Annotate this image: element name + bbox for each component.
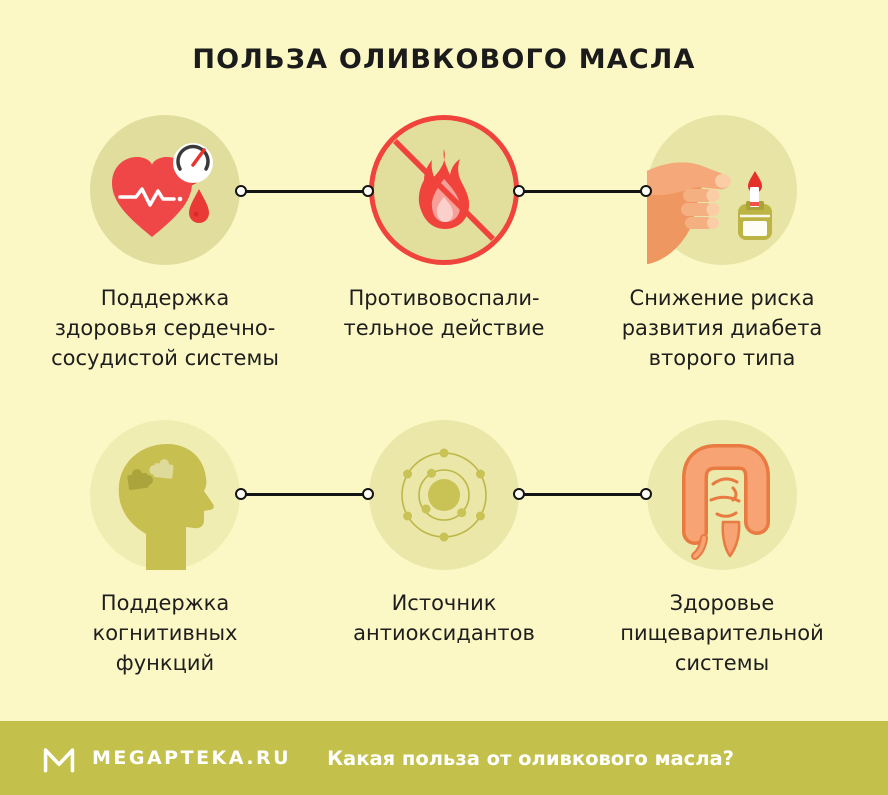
finger-blood-glucose-icon — [647, 162, 772, 265]
atom-icon — [401, 448, 487, 542]
connector-line — [241, 492, 368, 496]
connector-line — [519, 189, 646, 193]
footer-question: Какая польза от оливкового масла? — [327, 746, 734, 770]
connector-line — [519, 492, 646, 496]
diabetes-risk-circle — [647, 115, 797, 265]
connector-node — [361, 487, 374, 500]
anti-inflammatory-circle — [369, 115, 519, 265]
connector-node — [234, 184, 247, 197]
megapteka-logo-icon — [43, 748, 75, 773]
footer-bar: MEGAPTEKA.RU Какая польза от оливкового … — [0, 721, 888, 795]
benefit-label-inflammation: Противовоспали- тельное действие — [343, 286, 545, 340]
head-puzzle-brain-icon — [118, 444, 214, 570]
benefit-label-diabetes: Снижение риска развития диабета второго … — [621, 286, 823, 370]
benefit-label-heart: Поддержка здоровья сердечно- сосудистой … — [51, 286, 279, 370]
connector-node — [361, 184, 374, 197]
antioxidants-circle — [369, 420, 519, 570]
benefit-label-cognitive: Поддержка когнитивных функций — [92, 591, 238, 675]
connector-node — [234, 487, 247, 500]
benefit-label-antioxidants: Источник антиоксидантов — [353, 591, 535, 645]
connector-node — [512, 487, 525, 500]
benefit-label-digestive: Здоровье пищеварительной системы — [620, 591, 824, 675]
connector-node — [512, 184, 525, 197]
digestive-health-circle — [647, 420, 797, 570]
heart-health-circle — [90, 115, 240, 265]
heart-blood-pressure-icon — [112, 143, 213, 237]
cognitive-function-circle — [90, 420, 240, 570]
connector-line — [241, 189, 368, 193]
connector-node — [639, 184, 652, 197]
page-title: ПОЛЬЗА ОЛИВКОВОГО МАСЛА — [192, 44, 696, 75]
brand-name: MEGAPTEKA.RU — [92, 747, 292, 769]
connector-node — [639, 487, 652, 500]
intestines-icon — [682, 444, 770, 560]
crossed-out-fire-icon — [393, 139, 495, 241]
